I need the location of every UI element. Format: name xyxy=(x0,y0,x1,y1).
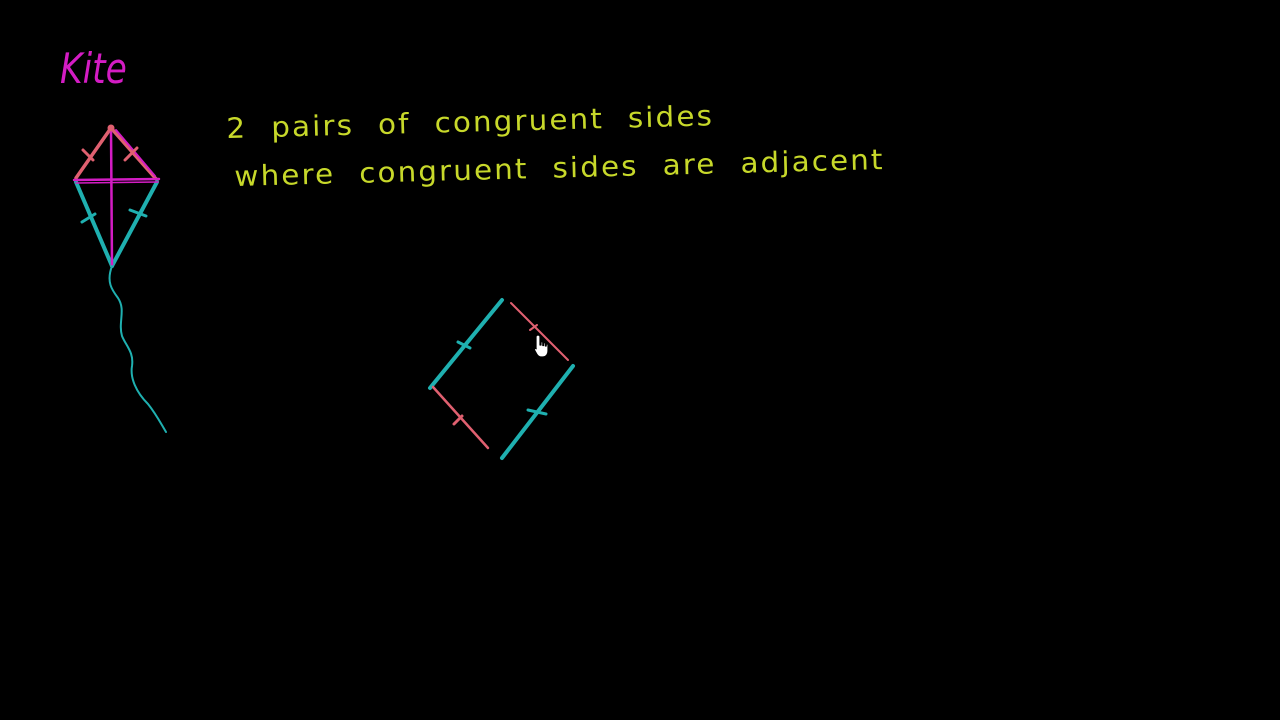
kite-upper-right-side-overdraw xyxy=(115,129,156,177)
kite-lower-left-side xyxy=(74,180,114,268)
kite-upper-left-side xyxy=(74,126,113,180)
quad-tick-upper-right xyxy=(529,324,538,331)
kite-top-vertex xyxy=(107,124,115,132)
quad-upper-left-side-overdraw xyxy=(433,305,499,383)
kite-tick-upper-left xyxy=(81,148,95,162)
kite-vertical-diagonal xyxy=(109,126,114,268)
kite-tick-upper-right xyxy=(123,146,139,162)
quad-tick-upper-left xyxy=(456,340,472,350)
kite-tick-lower-left xyxy=(80,212,97,224)
quad-tick-lower-right xyxy=(526,408,548,416)
hand-pointer-icon xyxy=(533,334,549,358)
kite-tick-lower-right xyxy=(128,208,148,218)
kite-upper-right-side xyxy=(109,126,159,182)
kite-title: Kite xyxy=(60,44,127,93)
kite-horizontal-diagonal-second xyxy=(75,181,159,184)
kite-horizontal-diagonal xyxy=(72,177,161,182)
quad-tick-lower-left xyxy=(452,414,464,426)
kite-string xyxy=(108,265,167,433)
kite-lower-right-side xyxy=(110,180,159,268)
quad-upper-right-side xyxy=(510,302,569,361)
